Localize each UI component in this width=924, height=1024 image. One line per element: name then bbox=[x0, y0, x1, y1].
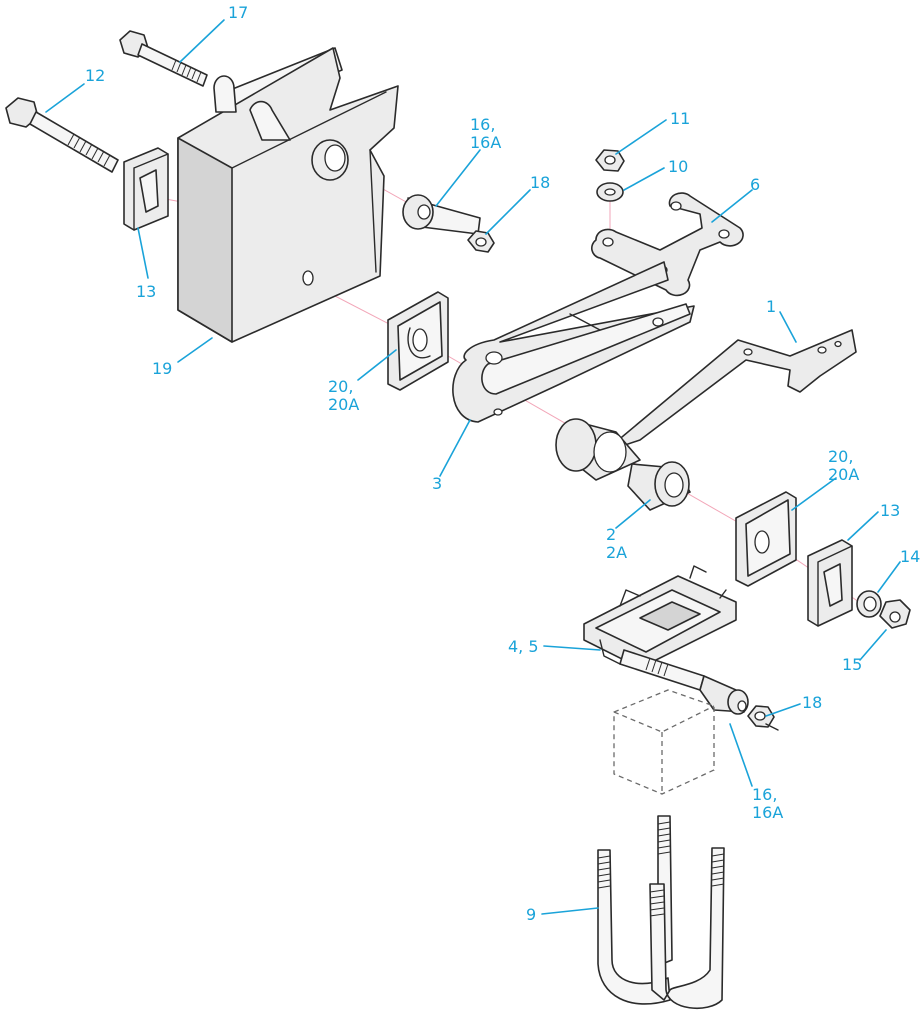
callout-15: 15 bbox=[842, 655, 862, 674]
callout-line: 6 bbox=[750, 175, 760, 194]
callout-13-right: 13 bbox=[880, 501, 900, 520]
seat-plate-4-5 bbox=[583, 565, 737, 669]
spacer-20-right bbox=[735, 491, 797, 587]
callout-line: 18 bbox=[802, 693, 822, 712]
spacer-13-left bbox=[123, 147, 169, 231]
callout-9: 9 bbox=[526, 905, 536, 924]
callout-16-upper: 16,16A bbox=[470, 115, 501, 152]
callout-1: 1 bbox=[766, 297, 776, 316]
callout-line: 13 bbox=[880, 501, 900, 520]
callout-line: 18 bbox=[530, 173, 550, 192]
washer-10 bbox=[596, 182, 624, 202]
callout-line: 20, bbox=[828, 447, 853, 466]
callout-line: 13 bbox=[136, 282, 156, 301]
callout-4-5: 4, 5 bbox=[508, 637, 539, 656]
callout-leaders bbox=[45, 19, 901, 915]
spacer-13-right bbox=[807, 539, 853, 627]
callout-10: 10 bbox=[668, 157, 688, 176]
spacer-20-left bbox=[387, 291, 449, 391]
callout-line: 20, bbox=[328, 377, 353, 396]
callout-line: 16A bbox=[470, 133, 501, 152]
hanger-bracket-19 bbox=[177, 47, 399, 343]
nut-18-upper bbox=[467, 230, 495, 253]
callout-11: 11 bbox=[670, 109, 690, 128]
callout-line: 16, bbox=[470, 115, 495, 134]
callout-line: 16, bbox=[752, 785, 777, 804]
callout-line: 17 bbox=[228, 3, 248, 22]
callout-line: 1 bbox=[766, 297, 776, 316]
callout-18-lower: 18 bbox=[802, 693, 822, 712]
equalizer-1 bbox=[603, 329, 857, 453]
callout-20-left: 20,20A bbox=[328, 377, 359, 414]
callout-line: 20A bbox=[828, 465, 859, 484]
callout-19: 19 bbox=[152, 359, 172, 378]
nut-15 bbox=[879, 599, 911, 629]
callout-line: 10 bbox=[668, 157, 688, 176]
callout-line: 16A bbox=[752, 803, 783, 822]
callout-line: 2 bbox=[606, 525, 616, 544]
bolt-12 bbox=[5, 97, 119, 173]
u-bolts-9 bbox=[597, 815, 725, 1009]
callout-12: 12 bbox=[85, 66, 105, 85]
callout-13-left: 13 bbox=[136, 282, 156, 301]
callout-line: 14 bbox=[900, 547, 920, 566]
callout-14: 14 bbox=[900, 547, 920, 566]
nut-18-lower bbox=[747, 705, 779, 731]
callout-line: 9 bbox=[526, 905, 536, 924]
callout-17: 17 bbox=[228, 3, 248, 22]
plate-6 bbox=[591, 192, 744, 297]
callout-line: 3 bbox=[432, 474, 442, 493]
leaf-spring-3 bbox=[452, 261, 695, 423]
axle-block-outline bbox=[613, 689, 715, 795]
callout-20-right: 20,20A bbox=[828, 447, 859, 484]
callout-line: 19 bbox=[152, 359, 172, 378]
callout-18-upper: 18 bbox=[530, 173, 550, 192]
callout-line: 11 bbox=[670, 109, 690, 128]
callout-line: 4, 5 bbox=[508, 637, 539, 656]
bushing-16-lower bbox=[619, 649, 749, 715]
callout-line: 20A bbox=[328, 395, 359, 414]
callout-line: 12 bbox=[85, 66, 105, 85]
callout-16-lower: 16,16A bbox=[752, 785, 783, 822]
callout-6: 6 bbox=[750, 175, 760, 194]
callout-line: 15 bbox=[842, 655, 862, 674]
bushing-16-upper bbox=[402, 194, 481, 235]
nut-11 bbox=[595, 149, 625, 172]
bolt-17 bbox=[119, 30, 208, 87]
callout-labels: 17 12 13 19 16,16A 18 11 10 6 1 20,20A 3… bbox=[85, 3, 920, 924]
bushing-2 bbox=[555, 418, 691, 511]
callout-line: 2A bbox=[606, 543, 627, 562]
callout-3: 3 bbox=[432, 474, 442, 493]
washer-14 bbox=[856, 590, 882, 618]
